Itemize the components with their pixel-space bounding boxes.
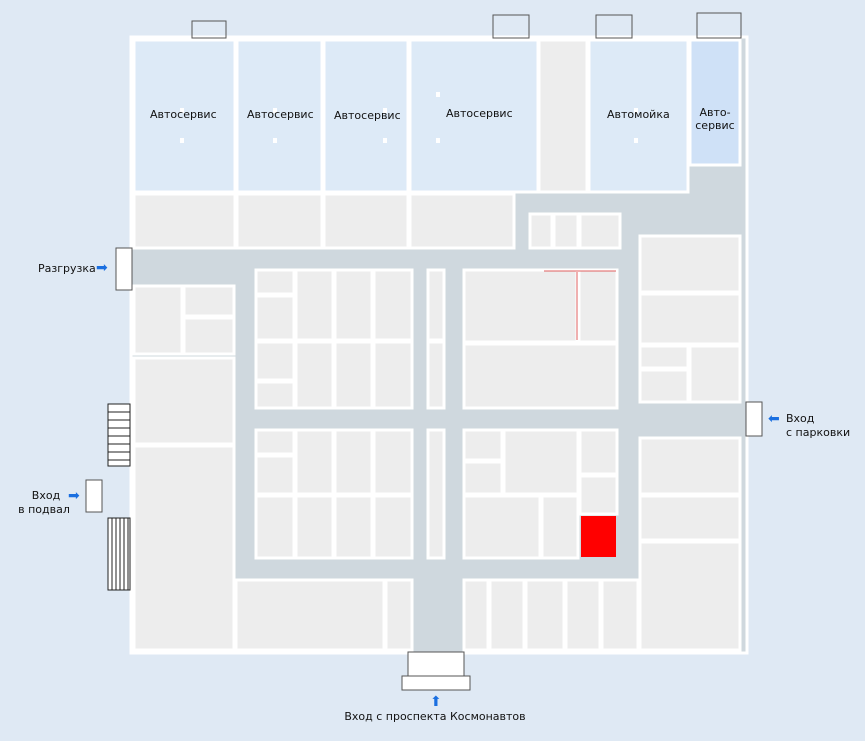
utility-room-3 (578, 212, 622, 250)
carwash-bay[interactable] (587, 38, 690, 194)
left-store-2[interactable] (182, 284, 236, 318)
store-b1[interactable] (462, 268, 579, 344)
right-store-7[interactable] (638, 494, 742, 542)
store-c8[interactable] (333, 494, 374, 560)
store-c3[interactable] (294, 428, 335, 496)
service-annex-1 (132, 192, 237, 250)
store-d7[interactable] (578, 474, 619, 516)
utility-room-2 (552, 212, 580, 250)
store-c2[interactable] (254, 454, 296, 496)
store-a2[interactable] (254, 294, 296, 342)
store-a7[interactable] (254, 380, 296, 410)
bottom-store-2[interactable] (384, 578, 414, 652)
parking-label-line2: с парковки (786, 426, 851, 439)
parking-label-line1: Вход (786, 412, 815, 425)
store-d5[interactable] (462, 494, 542, 560)
basement-arrow-icon: ➡ (68, 488, 80, 504)
kiosk-1[interactable] (426, 268, 446, 342)
unloading-arrow-icon: ➡ (96, 260, 108, 276)
bottom-store-6[interactable] (564, 578, 602, 652)
bottom-store-7[interactable] (600, 578, 640, 652)
store-a6[interactable] (254, 340, 296, 382)
right-store-2[interactable] (638, 292, 742, 346)
gate-4 (696, 12, 742, 39)
unit-label-autoservice-2: Автосервис (247, 108, 314, 121)
store-c6[interactable] (254, 494, 296, 560)
store-a1[interactable] (254, 268, 296, 296)
unit-label-autoservice-1: Автосервис (150, 108, 217, 121)
autoservice-bay-4[interactable] (408, 38, 540, 194)
service-annex-2 (235, 192, 324, 250)
store-a8[interactable] (294, 340, 335, 410)
store-a4[interactable] (333, 268, 374, 342)
right-store-6[interactable] (638, 436, 742, 496)
gate-2 (492, 14, 530, 39)
bottom-store-3[interactable] (462, 578, 490, 652)
store-b2[interactable] (577, 268, 619, 344)
store-d3[interactable] (502, 428, 580, 496)
left-store-1[interactable] (132, 284, 184, 356)
store-a3[interactable] (294, 268, 335, 342)
right-store-8[interactable] (638, 540, 742, 652)
right-store-5[interactable] (688, 344, 742, 404)
right-store-4[interactable] (638, 368, 690, 404)
gate-1 (191, 20, 227, 39)
main-entrance-arrow-icon: ⬆ (430, 694, 442, 710)
store-c9[interactable] (372, 494, 414, 560)
store-a9[interactable] (333, 340, 374, 410)
basement-label-line1: Вход (31, 489, 61, 502)
left-store-4[interactable] (132, 356, 236, 446)
bottom-store-1[interactable] (234, 578, 386, 652)
store-d2[interactable] (462, 460, 504, 496)
parking-door (745, 401, 763, 437)
store-b3[interactable] (462, 342, 619, 410)
left-store-5[interactable] (132, 444, 236, 652)
gate-3 (595, 14, 633, 39)
unloading-door (115, 247, 133, 291)
bottom-store-4[interactable] (488, 578, 526, 652)
kiosk-2[interactable] (426, 340, 446, 410)
unit-label-autoservice-3: Автосервис (334, 109, 401, 122)
right-store-3[interactable] (638, 344, 690, 370)
unit-label-autoservice-5: Авто- сервис (695, 106, 735, 132)
store-a10[interactable] (372, 340, 414, 410)
selected-store[interactable] (581, 516, 616, 557)
autoservice-bay-2[interactable] (235, 38, 324, 194)
unit-label-carwash: Автомойка (607, 108, 670, 121)
store-c1[interactable] (254, 428, 296, 456)
basement-label-line2: в подвал (18, 503, 70, 516)
parking-arrow-icon: ⬅ (768, 411, 780, 427)
service-annex-4 (408, 192, 516, 250)
main-entrance (401, 651, 471, 691)
right-store-1[interactable] (638, 234, 742, 294)
basement-door (85, 479, 103, 513)
store-d6[interactable] (540, 494, 580, 560)
autoservice-bay-1[interactable] (132, 38, 237, 194)
unloading-label: Разгрузка (38, 262, 96, 275)
store-c4[interactable] (333, 428, 374, 496)
stair-left (107, 403, 131, 467)
unit-label-autoservice-4: Автосервис (446, 107, 513, 120)
store-c7[interactable] (294, 494, 335, 560)
left-store-3[interactable] (182, 316, 236, 356)
autoservice-bay-5[interactable] (688, 38, 742, 167)
service-annex-3 (322, 192, 410, 250)
kiosk-3[interactable] (426, 428, 446, 560)
utility-room-1 (528, 212, 554, 250)
bottom-store-5[interactable] (524, 578, 566, 652)
stair-left-lower (107, 517, 131, 591)
stair-block-top (537, 38, 589, 194)
store-d4[interactable] (578, 428, 619, 476)
store-c5[interactable] (372, 428, 414, 496)
main-entrance-label: Вход с проспекта Космонавтов (344, 710, 526, 723)
store-d1[interactable] (462, 428, 504, 462)
autoservice-bay-3[interactable] (322, 38, 410, 194)
store-a5[interactable] (372, 268, 414, 342)
